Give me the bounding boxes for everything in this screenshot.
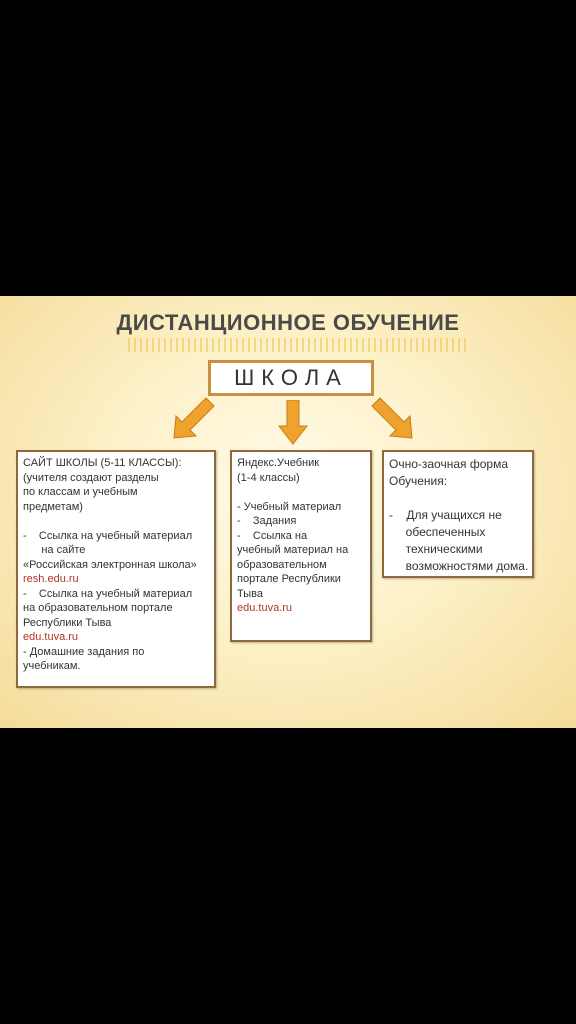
box-line: Республики Тыва — [23, 616, 112, 629]
box-line — [237, 485, 366, 500]
box-line: по классам и учебным — [23, 486, 138, 498]
arrow-left-icon — [173, 397, 215, 439]
slide: ДИСТАНЦИОННОЕ ОБУЧЕНИЕ ШКОЛА САЙТ ШКОЛЫ … — [0, 296, 576, 728]
box-line: - Домашние задания по — [23, 645, 145, 658]
box-line: образовательном — [237, 558, 327, 571]
school-node: ШКОЛА — [208, 360, 374, 396]
box-line: на образовательном портале — [23, 602, 173, 614]
box-line: учебный материал на — [237, 544, 349, 556]
box-line: resh.edu.ru — [23, 573, 79, 585]
box-line: Тыва — [237, 587, 263, 600]
box-line: САЙТ ШКОЛЫ (5-11 КЛАССЫ): — [23, 457, 182, 469]
box-line: Яндекс.Учебник — [237, 457, 320, 469]
box-line — [389, 490, 528, 507]
box-line: - Учебный материал — [237, 500, 342, 513]
box-line: возможностями дома. — [389, 559, 529, 573]
box-line: обеспеченных — [389, 525, 486, 539]
box-line: учебникам. — [23, 660, 81, 672]
box-line: техническими — [389, 542, 483, 556]
box-line: (учителя создают разделы — [23, 471, 159, 484]
box-line: «Российская электронная школа» — [23, 558, 197, 571]
box-line: (1-4 классы) — [237, 471, 300, 484]
arrow-down-icon — [278, 400, 308, 445]
box-line: edu.tuva.ru — [23, 631, 79, 643]
box-line: - Ссылка на — [237, 529, 308, 542]
title-underline — [128, 338, 468, 352]
yandex-textbook-box: Яндекс.Учебник (1-4 классы) - Учебный мат… — [230, 450, 372, 642]
box-line: предметам) — [23, 500, 83, 513]
slide-title: ДИСТАНЦИОННОЕ ОБУЧЕНИЕ — [116, 310, 460, 335]
box-line: на сайте — [23, 544, 86, 556]
box-line: Очно-заочная форма — [389, 457, 508, 471]
arrow-right-icon — [371, 397, 413, 439]
school-website-box: САЙТ ШКОЛЫ (5-11 КЛАССЫ): (учителя создаю… — [16, 450, 216, 688]
box-line: - Ссылка на учебный материал — [23, 529, 193, 542]
box-line: портале Республики — [237, 573, 341, 585]
box-line: - Ссылка на учебный материал — [23, 587, 193, 600]
box-line — [23, 514, 210, 529]
box-line: edu.tuva.ru — [237, 602, 293, 614]
box-line: - Для учащихся не — [389, 508, 502, 522]
box-line: - Задания — [237, 515, 297, 527]
box-line: Обучения: — [389, 474, 448, 488]
